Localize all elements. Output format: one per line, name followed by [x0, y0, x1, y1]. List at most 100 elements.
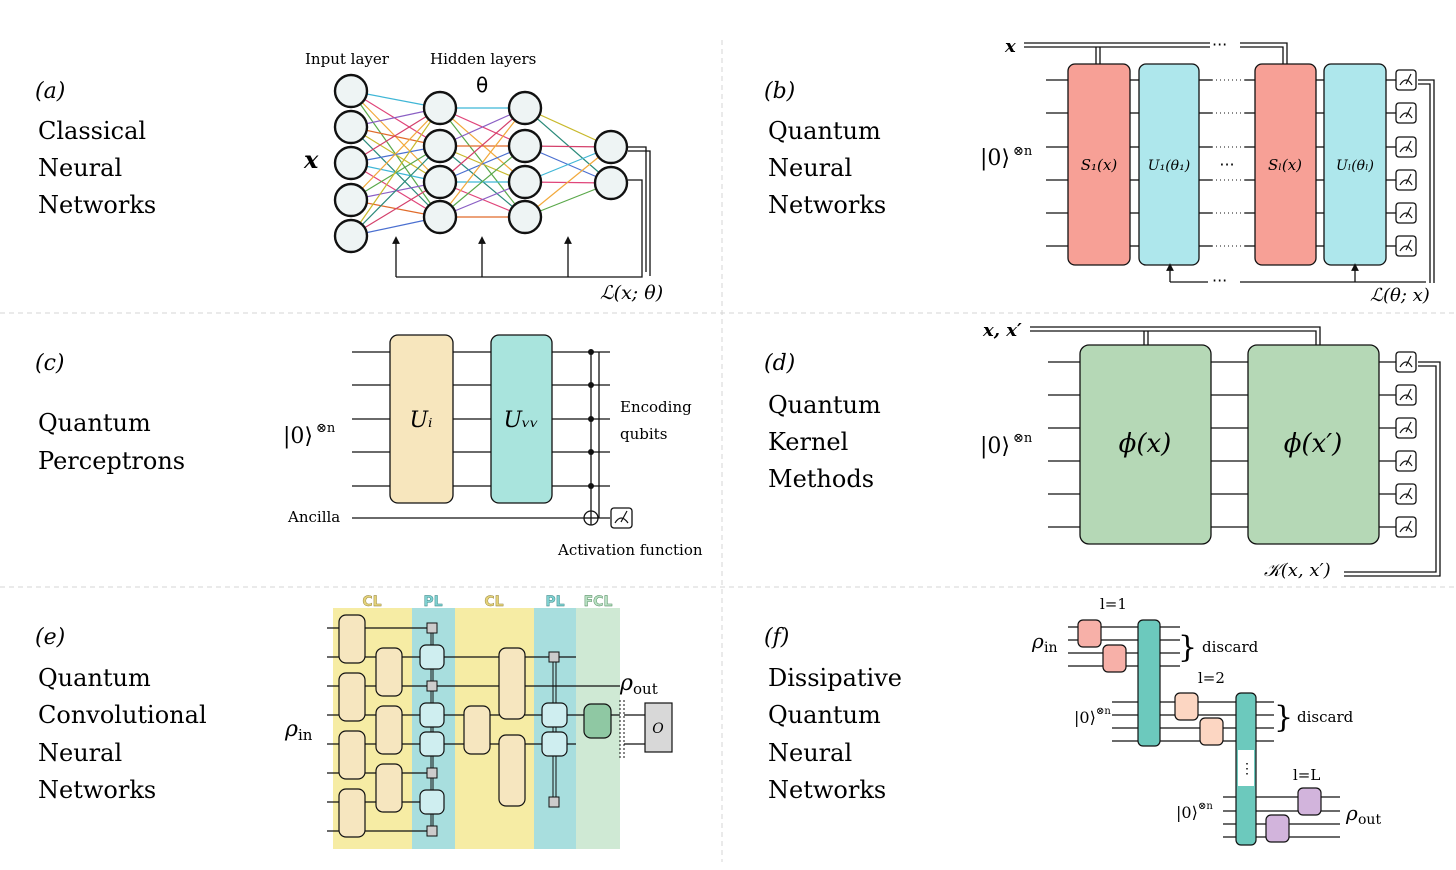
qnn-meter-2 — [1395, 136, 1417, 158]
panel-f-title-line-4: Networks — [768, 776, 886, 804]
pl-band-2-label: PL — [545, 594, 564, 610]
ket-d-sup: ⊗n — [1013, 431, 1033, 446]
neuron-2-0 — [507, 90, 543, 126]
panel-d-title-line-1: Quantum — [768, 391, 881, 419]
kernel-meter-0 — [1395, 351, 1417, 373]
dqnn-ellipsis-gap — [1238, 750, 1254, 786]
pool1-measure-0 — [426, 622, 438, 634]
rho-out-f: ρ — [1345, 801, 1358, 825]
dqnn-l2-gate-1 — [1174, 692, 1199, 721]
perceptron-wires — [352, 351, 610, 487]
pl-band-1-label: PL — [423, 594, 442, 610]
panel-e-title-line-1: Quantum — [38, 664, 151, 692]
pool1-measure-2 — [426, 767, 438, 779]
observable-label: O — [652, 721, 664, 737]
nn-edge-1-2-0 — [439, 107, 526, 183]
input-layer-label: Input layer — [305, 50, 390, 68]
conv-gate-6 — [375, 705, 403, 755]
kernel-meter-2 — [1395, 417, 1417, 439]
panel-c-title-line-2: Perceptrons — [38, 447, 185, 475]
ket-c: |0⟩ — [283, 424, 313, 449]
kernel-meter-3 — [1395, 450, 1417, 472]
panel-e-title-line-4: Networks — [38, 776, 156, 804]
neuron-0-1 — [333, 109, 369, 145]
panel-c-tag: (c) — [35, 351, 65, 376]
nn-edge-0-4-2 — [350, 181, 441, 237]
x-input-label: x — [303, 145, 319, 174]
qnn-meter-5 — [1395, 235, 1417, 257]
rho-in-e: ρ — [284, 717, 298, 742]
nn-edge-2-3-0 — [524, 146, 612, 218]
panel-d-title-line-2: Kernel — [768, 428, 848, 456]
nn-edge-0-4-1 — [350, 145, 441, 237]
ket-f-2: |0⟩ — [1176, 803, 1198, 822]
panel-d-title-line-3: Methods — [768, 465, 874, 493]
ket-b: |0⟩ — [980, 146, 1010, 171]
s1-label: S₁(x) — [1081, 156, 1118, 174]
l2-label: l=2 — [1198, 669, 1225, 687]
ket-f-1-sup: ⊗n — [1096, 706, 1111, 717]
panel-b-title-line-2: Neural — [768, 154, 852, 182]
neuron-1-2 — [422, 164, 458, 200]
ui-label: Uᵢ — [410, 408, 433, 433]
kernel-wires — [1048, 361, 1396, 528]
panel-d-tag: (d) — [764, 351, 795, 376]
panel-c: (c) Quantum Perceptrons Uᵢ Uᵥᵥ |0⟩ ⊗n En… — [35, 334, 703, 559]
pool2-gate-1 — [541, 731, 568, 757]
panel-separators — [0, 40, 1456, 862]
panel-f-tag: (f) — [764, 625, 789, 650]
nn-edge-2-0-1 — [524, 107, 612, 184]
panel-a: (a) Classical Neural Networks Input laye… — [35, 50, 663, 304]
qnn-wires — [1046, 79, 1396, 247]
nn-edge-1-3-1 — [439, 145, 526, 218]
cl-band-2-label: CL — [484, 594, 503, 610]
neuron-1-3 — [422, 199, 458, 235]
kernel-meter-4 — [1395, 483, 1417, 505]
panel-f-title-line-2: Quantum — [768, 701, 881, 729]
nn-edge-0-3-0 — [350, 107, 441, 201]
neuron-1-1 — [422, 128, 458, 164]
panel-c-title-line-1: Quantum — [38, 409, 151, 437]
neuron-1-0 — [422, 90, 458, 126]
ket-d: |0⟩ — [980, 434, 1010, 459]
rho-in-e-sub: in — [298, 726, 313, 744]
dqnn-ll-gate-2 — [1265, 814, 1290, 843]
sl-block — [1254, 63, 1317, 266]
control-dot-2 — [588, 416, 594, 422]
pool1-gate-0 — [419, 644, 445, 670]
ll-label: l=L — [1293, 766, 1320, 784]
conv-gate-5 — [375, 647, 403, 697]
qnn-measurements — [1395, 69, 1417, 257]
panel-a-title-line-1: Classical — [38, 117, 146, 145]
conv2-gate-2 — [498, 647, 526, 720]
ket-c-sup: ⊗n — [316, 421, 336, 436]
control-dot-1 — [588, 382, 594, 388]
panel-e-tag: (e) — [35, 625, 65, 650]
pool1-gate-1 — [419, 702, 445, 728]
phi-xprime-label: ϕ(x′) — [1284, 429, 1343, 459]
nn-edge-0-0-1 — [350, 90, 441, 147]
cl-band-1-label: CL — [362, 594, 381, 610]
kernel-output-bus — [1344, 361, 1441, 577]
phi-x-block — [1079, 344, 1212, 545]
dots-mid-b: ··· — [1219, 155, 1234, 174]
uw-block — [490, 334, 553, 504]
control-dot-3 — [588, 449, 594, 455]
activation-label: Activation function — [557, 541, 703, 559]
qubits-label: qubits — [620, 425, 667, 443]
pool1-gate-2 — [419, 731, 445, 757]
dots-top-b: ··· — [1212, 35, 1227, 54]
rho-out-f-sub: out — [1358, 812, 1381, 828]
xx-label: x, x′ — [982, 320, 1022, 341]
discard-1-label: discard — [1202, 638, 1259, 656]
dqnn-l1-unitary — [1137, 619, 1161, 747]
ancilla-measurement — [610, 507, 633, 529]
conv-gate-3 — [338, 730, 366, 780]
brace-2: } — [1274, 700, 1293, 735]
nn-edge-0-2-0 — [350, 107, 441, 164]
panel-b-title-line-3: Networks — [768, 191, 886, 219]
neuron-3-1 — [593, 165, 629, 201]
fcl-band-label: FCL — [584, 594, 613, 610]
encoding-label: Encoding — [620, 398, 692, 416]
panel-d: (d) Quantum Kernel Methods x, x′ ϕ(x) ϕ(… — [764, 320, 1441, 581]
